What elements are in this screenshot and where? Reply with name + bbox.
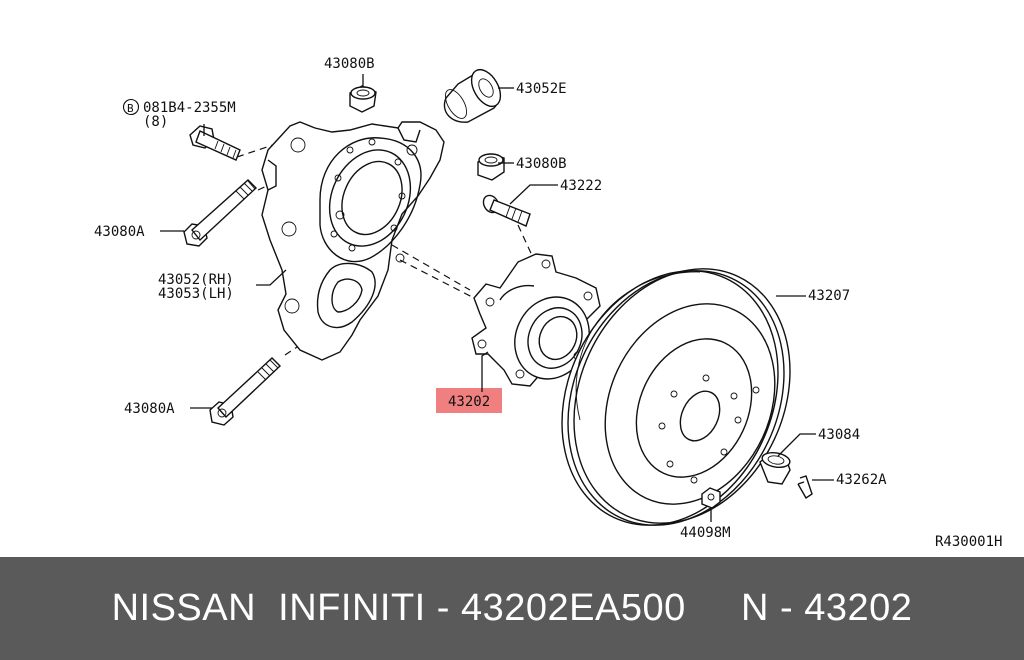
label-43053-lh: 43053(LH) — [158, 286, 234, 302]
steering-knuckle — [261, 121, 445, 361]
label-bolt-qty: (8) — [143, 114, 168, 130]
nut-44098m — [701, 487, 721, 509]
label-43222: 43222 — [560, 178, 602, 194]
label-44098m: 44098M — [680, 525, 731, 541]
cap-43084 — [759, 451, 791, 485]
label-43080a-top: 43080A — [94, 224, 145, 240]
label-bolt-code: 081B4-2355M — [143, 100, 236, 116]
bushing-43080b-mid — [477, 153, 505, 181]
label-43207: 43207 — [808, 288, 850, 304]
exploded-parts-diagram: 43080B 43052E B 081B4-2355M (8) 43080B 4… — [94, 56, 1002, 550]
label-43052e: 43052E — [516, 81, 567, 97]
wheel-hub-43202 — [471, 253, 601, 387]
footer-part-number-text: NISSAN INFINITI - 43202EA500 N - 43202 — [111, 587, 913, 629]
footer-banner: NISSAN INFINITI - 43202EA500 N - 43202 — [0, 557, 1024, 660]
label-43052-rh: 43052(RH) — [158, 272, 234, 288]
part-labels: 43080B 43052E B 081B4-2355M (8) 43080B 4… — [94, 56, 1002, 550]
diagram-reference-code: R430001H — [935, 534, 1002, 550]
bolt-43080a-lower — [209, 357, 282, 426]
leader-lines — [160, 74, 834, 522]
label-43262a: 43262A — [836, 472, 887, 488]
wheel-stud-43222 — [482, 194, 531, 227]
brake-disc-43207 — [561, 268, 791, 526]
svg-text:B: B — [127, 102, 134, 115]
clip-43262a — [797, 475, 813, 499]
label-43080b-top: 43080B — [324, 56, 375, 72]
bushing-43052e — [443, 68, 502, 123]
label-43080a-bottom: 43080A — [124, 401, 175, 417]
label-43202: 43202 — [448, 394, 490, 410]
hub-bolt-081b4 — [189, 125, 241, 161]
label-43084: 43084 — [818, 427, 860, 443]
bushing-43080b-top — [349, 85, 377, 113]
bolt-43080a-upper — [183, 179, 258, 247]
symbol-b-circle: B — [122, 98, 140, 116]
label-43080b-mid: 43080B — [516, 156, 567, 172]
highlight-43202 — [436, 388, 502, 413]
